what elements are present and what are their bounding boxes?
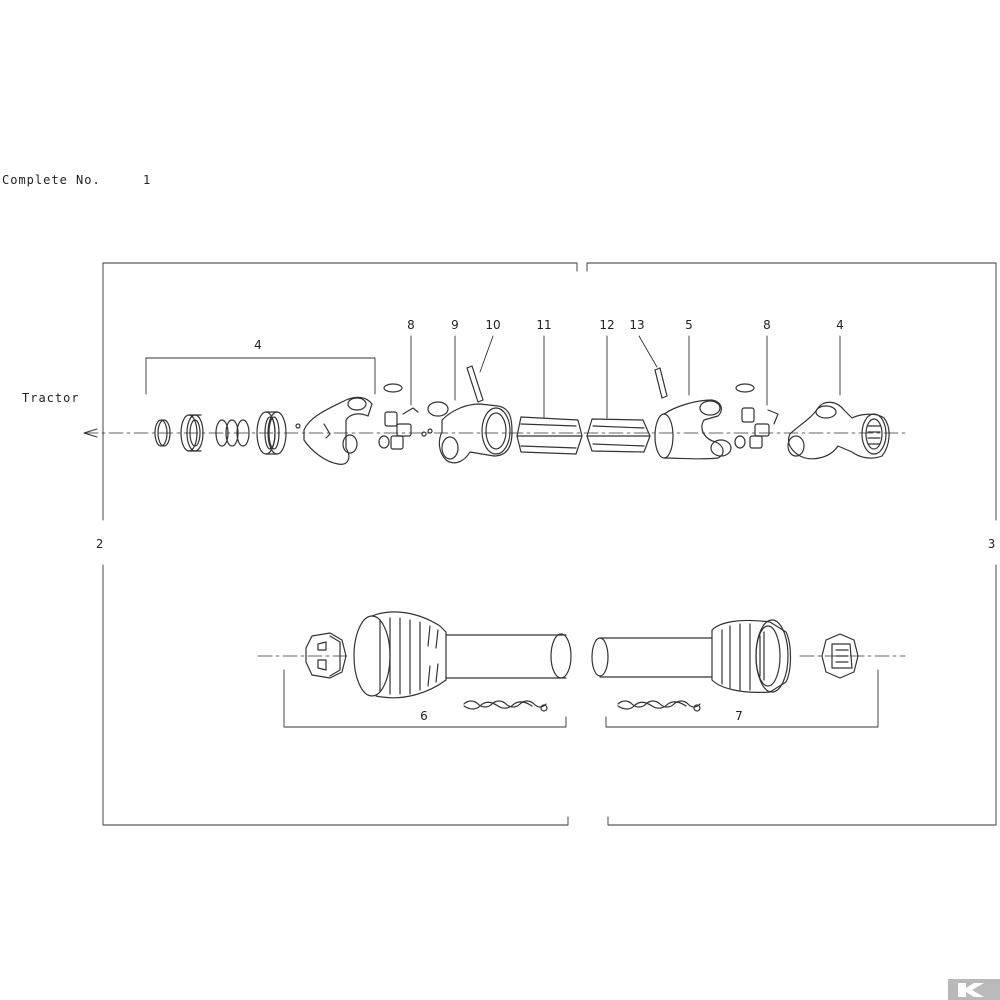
inner-yoke-5 (654, 399, 732, 460)
bracket-7 (605, 669, 879, 728)
callout-13: 13 (629, 318, 645, 332)
roll-pin-10 (466, 365, 484, 403)
profile-tube-12 (586, 418, 651, 453)
safety-chain-right (617, 700, 701, 712)
complete-label: Complete No. (2, 173, 101, 187)
cross-journal-right (734, 383, 779, 449)
implement-yoke (787, 401, 890, 460)
seal-ring-1 (154, 419, 171, 447)
assembly-ref-right: 3 (988, 537, 997, 551)
profile-tube-11 (516, 416, 583, 455)
outer-tube-right (591, 637, 713, 678)
callout-5: 5 (685, 318, 693, 332)
callout-7: 7 (735, 709, 743, 723)
callout-4-left: 4 (254, 338, 262, 352)
tractor-label: Tractor (22, 391, 80, 405)
inner-yoke-9 (427, 401, 513, 464)
cross-journal-left (378, 383, 433, 450)
callout-11: 11 (536, 318, 552, 332)
complete-number: 1 (143, 173, 152, 187)
callout-leaders (410, 335, 841, 419)
frame-lines (102, 262, 997, 826)
snap-rings (215, 419, 250, 447)
bearing-ring (180, 414, 204, 452)
k-brand-logo (948, 979, 1000, 1000)
guard-collar (256, 411, 287, 455)
callout-12: 12 (599, 318, 615, 332)
callout-6: 6 (420, 709, 428, 723)
callout-9: 9 (451, 318, 459, 332)
guard-bearing-ring-right (821, 633, 859, 679)
callout-4-right: 4 (836, 318, 844, 332)
guard-bearing-ring-left (305, 632, 347, 679)
guard-cone-left (353, 611, 447, 699)
assembly-ref-left: 2 (96, 537, 105, 551)
grease-nipple (295, 423, 301, 429)
roll-pin-13 (654, 367, 668, 399)
callout-10: 10 (485, 318, 501, 332)
tractor-arrow (83, 428, 98, 438)
guard-cone-right (711, 619, 792, 693)
bracket-6 (283, 669, 567, 728)
callout-8-right: 8 (763, 318, 771, 332)
bracket-4-left (145, 357, 376, 395)
callout-8-left: 8 (407, 318, 415, 332)
tractor-yoke (303, 396, 373, 465)
outer-tube-left (445, 633, 572, 679)
safety-chain-left (463, 700, 548, 712)
